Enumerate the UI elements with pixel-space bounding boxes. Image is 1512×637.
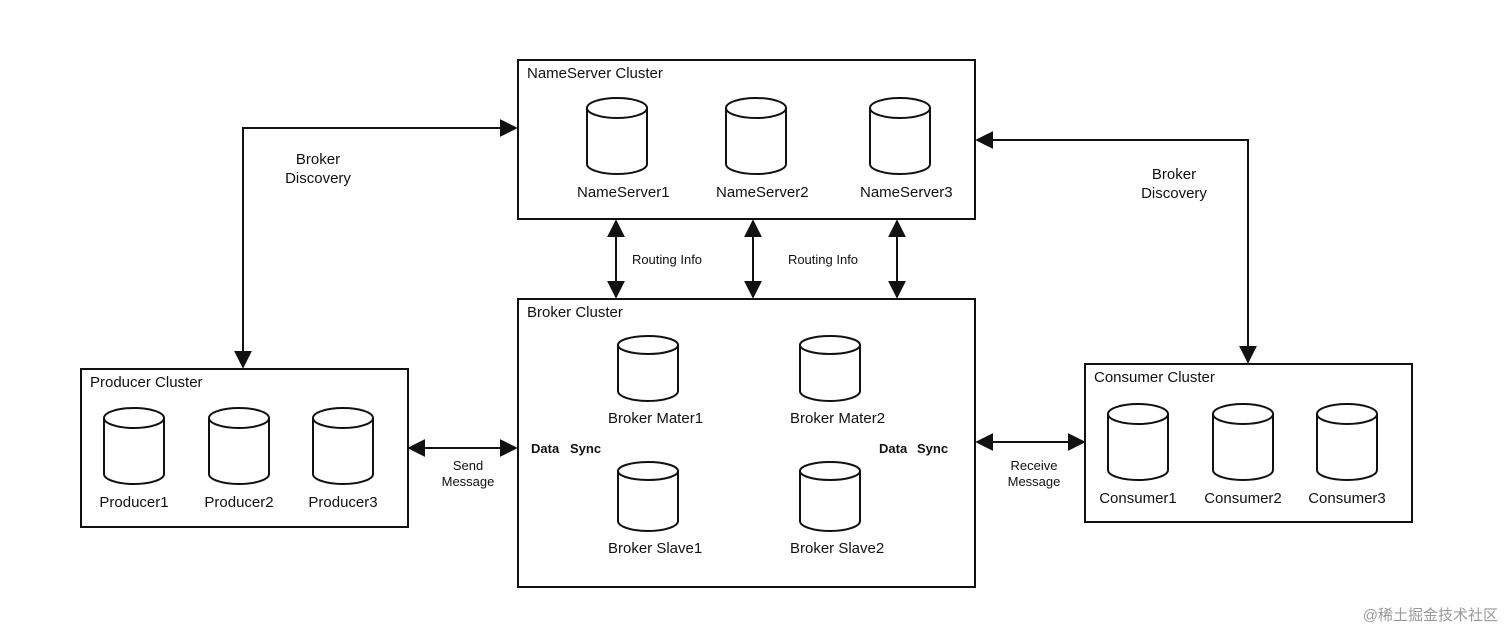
producer1-label: Producer1 — [99, 494, 169, 511]
consumer3-node: Consumer3 — [1307, 402, 1387, 507]
consumer2-node: Consumer2 — [1203, 402, 1283, 507]
nameserver2-node: NameServer2 — [716, 96, 809, 201]
broker-slave2-node: Broker Slave2 — [790, 460, 885, 557]
watermark: @稀土掘金技术社区 — [1362, 607, 1498, 624]
broker-slave1-label: Broker Slave1 — [608, 540, 703, 557]
nameserver2-label: NameServer2 — [716, 184, 809, 201]
nameserver3-node: NameServer3 — [860, 96, 953, 201]
broker-cluster-title: Broker Cluster — [527, 304, 623, 321]
label-line: Receive — [1010, 458, 1058, 473]
broker-master2-label: Broker Mater2 — [790, 410, 886, 427]
label-line: Message — [441, 474, 495, 489]
broker-master2-node: Broker Mater2 — [790, 334, 886, 427]
consumer3-label: Consumer3 — [1308, 490, 1386, 507]
broker-slave2-label: Broker Slave2 — [790, 540, 885, 557]
routing-info-label-1: Routing Info — [631, 252, 703, 267]
broker-master1-label: Broker Mater1 — [608, 410, 704, 427]
consumer1-label: Consumer1 — [1099, 490, 1177, 507]
producer2-label: Producer2 — [204, 494, 274, 511]
nameserver-cluster-title: NameServer Cluster — [527, 65, 663, 82]
routing-info-label-2: Routing Info — [787, 252, 859, 267]
producer3-node: Producer3 — [303, 406, 383, 511]
label-line: Discovery — [285, 170, 351, 187]
database-icon — [617, 461, 679, 532]
label-line: Discovery — [1141, 185, 1207, 202]
database-icon — [725, 97, 787, 175]
database-icon — [1212, 403, 1274, 481]
label-line: Message — [1007, 474, 1061, 489]
database-icon — [208, 407, 270, 485]
consumer-cluster-title: Consumer Cluster — [1094, 369, 1215, 386]
database-icon — [1316, 403, 1378, 481]
database-icon — [103, 407, 165, 485]
label-line: Send — [452, 458, 484, 473]
data-sync-right-sync-label: Sync — [917, 441, 949, 456]
broker-discovery-left-label: Broker Discovery — [268, 150, 368, 188]
broker-cluster-box: Broker Cluster — [517, 298, 976, 588]
data-sync-left-sync-label: Sync — [570, 441, 602, 456]
broker-discovery-right-arrow — [975, 131, 1257, 364]
database-icon — [799, 335, 861, 402]
nameserver3-label: NameServer3 — [860, 184, 953, 201]
producer2-node: Producer2 — [199, 406, 279, 511]
consumer2-label: Consumer2 — [1204, 490, 1282, 507]
database-icon — [869, 97, 931, 175]
database-icon — [312, 407, 374, 485]
database-icon — [586, 97, 648, 175]
database-icon — [799, 461, 861, 532]
producer1-node: Producer1 — [94, 406, 174, 511]
nameserver1-node: NameServer1 — [577, 96, 670, 201]
producer-cluster-title: Producer Cluster — [90, 374, 203, 391]
data-sync-left-data-label: Data — [531, 441, 560, 456]
receive-message-label: Receive Message — [994, 458, 1074, 490]
label-line: Broker — [295, 151, 341, 168]
nameserver1-label: NameServer1 — [577, 184, 670, 201]
send-message-label: Send Message — [428, 458, 508, 490]
database-icon — [617, 335, 679, 402]
database-icon — [1107, 403, 1169, 481]
broker-master1-node: Broker Mater1 — [608, 334, 704, 427]
broker-discovery-right-label: Broker Discovery — [1124, 165, 1224, 203]
label-line: Broker — [1151, 166, 1197, 183]
data-sync-right-data-label: Data — [879, 441, 908, 456]
consumer1-node: Consumer1 — [1098, 402, 1178, 507]
broker-discovery-left-arrow — [234, 119, 518, 369]
broker-slave1-node: Broker Slave1 — [608, 460, 703, 557]
producer3-label: Producer3 — [308, 494, 378, 511]
